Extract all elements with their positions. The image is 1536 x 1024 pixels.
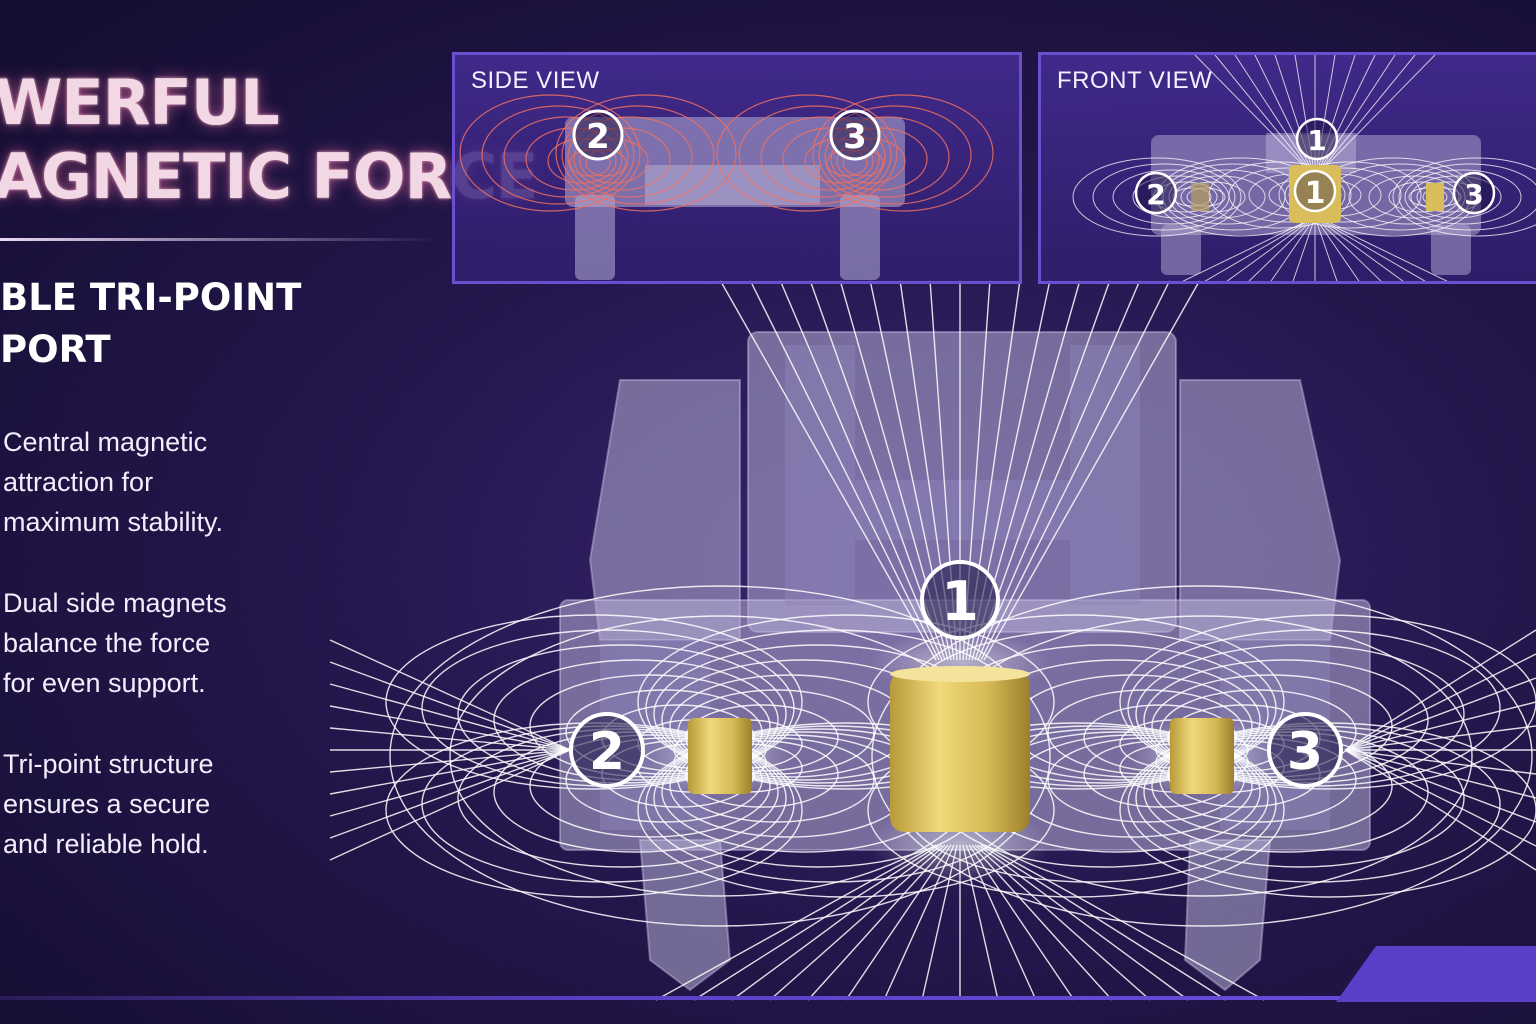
- svg-text:1: 1: [941, 570, 979, 633]
- feature-text: Central magnetic: [3, 427, 208, 457]
- side-view-diagram: 2 3: [459, 94, 994, 280]
- left-magnet: [688, 718, 752, 794]
- feature-text: and reliable hold.: [3, 829, 209, 859]
- side-marker-3: 3: [829, 109, 881, 161]
- feature-item: Dual side magnets balance the force for …: [3, 583, 303, 703]
- front-view-title: FRONT VIEW: [1057, 67, 1213, 94]
- svg-text:1: 1: [1305, 176, 1326, 211]
- feature-text: maximum stability.: [3, 507, 224, 537]
- feature-text: for even support.: [3, 668, 206, 698]
- subhead-line-2: PORT: [0, 328, 111, 371]
- feature-text: Dual side magnets: [3, 588, 227, 618]
- svg-text:3: 3: [1464, 178, 1483, 211]
- headline-line-1: WERFUL: [0, 66, 280, 139]
- central-magnet: [890, 666, 1030, 832]
- svg-text:2: 2: [1146, 178, 1165, 211]
- feature-text: ensures a secure: [3, 789, 211, 819]
- svg-text:2: 2: [589, 722, 625, 782]
- front-marker-1-center: 1: [1293, 169, 1337, 213]
- feature-text: balance the force: [3, 628, 211, 658]
- right-magnet: [1170, 718, 1234, 794]
- svg-text:1: 1: [1307, 124, 1326, 157]
- marker-3: 3: [1267, 712, 1343, 788]
- svg-text:3: 3: [1287, 722, 1323, 782]
- front-view-diagram: 1 1 2 3: [1072, 55, 1536, 281]
- subhead-line-1: BLE TRI-POINT: [0, 276, 302, 319]
- bottom-accent-line: [0, 996, 1536, 1000]
- front-marker-1-top: 1: [1295, 117, 1339, 161]
- feature-item: Central magnetic attraction for maximum …: [3, 422, 303, 542]
- front-marker-3: 3: [1452, 171, 1496, 215]
- feature-list: Central magnetic attraction for maximum …: [3, 422, 303, 905]
- feature-text: Tri-point structure: [3, 749, 214, 779]
- feature-text: attraction for: [3, 467, 154, 497]
- marker-2: 2: [569, 712, 645, 788]
- side-view-title: SIDE VIEW: [471, 67, 600, 94]
- side-marker-2: 2: [572, 109, 624, 161]
- headline-line-2: AGNETIC FORCE: [0, 140, 538, 213]
- corner-accent: [1336, 946, 1536, 1002]
- marker-1: 1: [920, 560, 1000, 640]
- subhead: BLE TRI-POINT PORT: [0, 272, 301, 376]
- front-marker-2: 2: [1134, 171, 1178, 215]
- side-view-panel: 2 3 SIDE VIEW: [452, 52, 1022, 284]
- svg-text:2: 2: [586, 117, 610, 157]
- feature-item: Tri-point structure ensures a secure and…: [3, 744, 303, 864]
- headline-divider: [0, 238, 440, 241]
- front-view-panel: 1 1 2 3 FRONT VIEW: [1038, 52, 1536, 284]
- headline: WERFUL AGNETIC FORCE: [0, 66, 538, 214]
- svg-text:3: 3: [843, 117, 867, 157]
